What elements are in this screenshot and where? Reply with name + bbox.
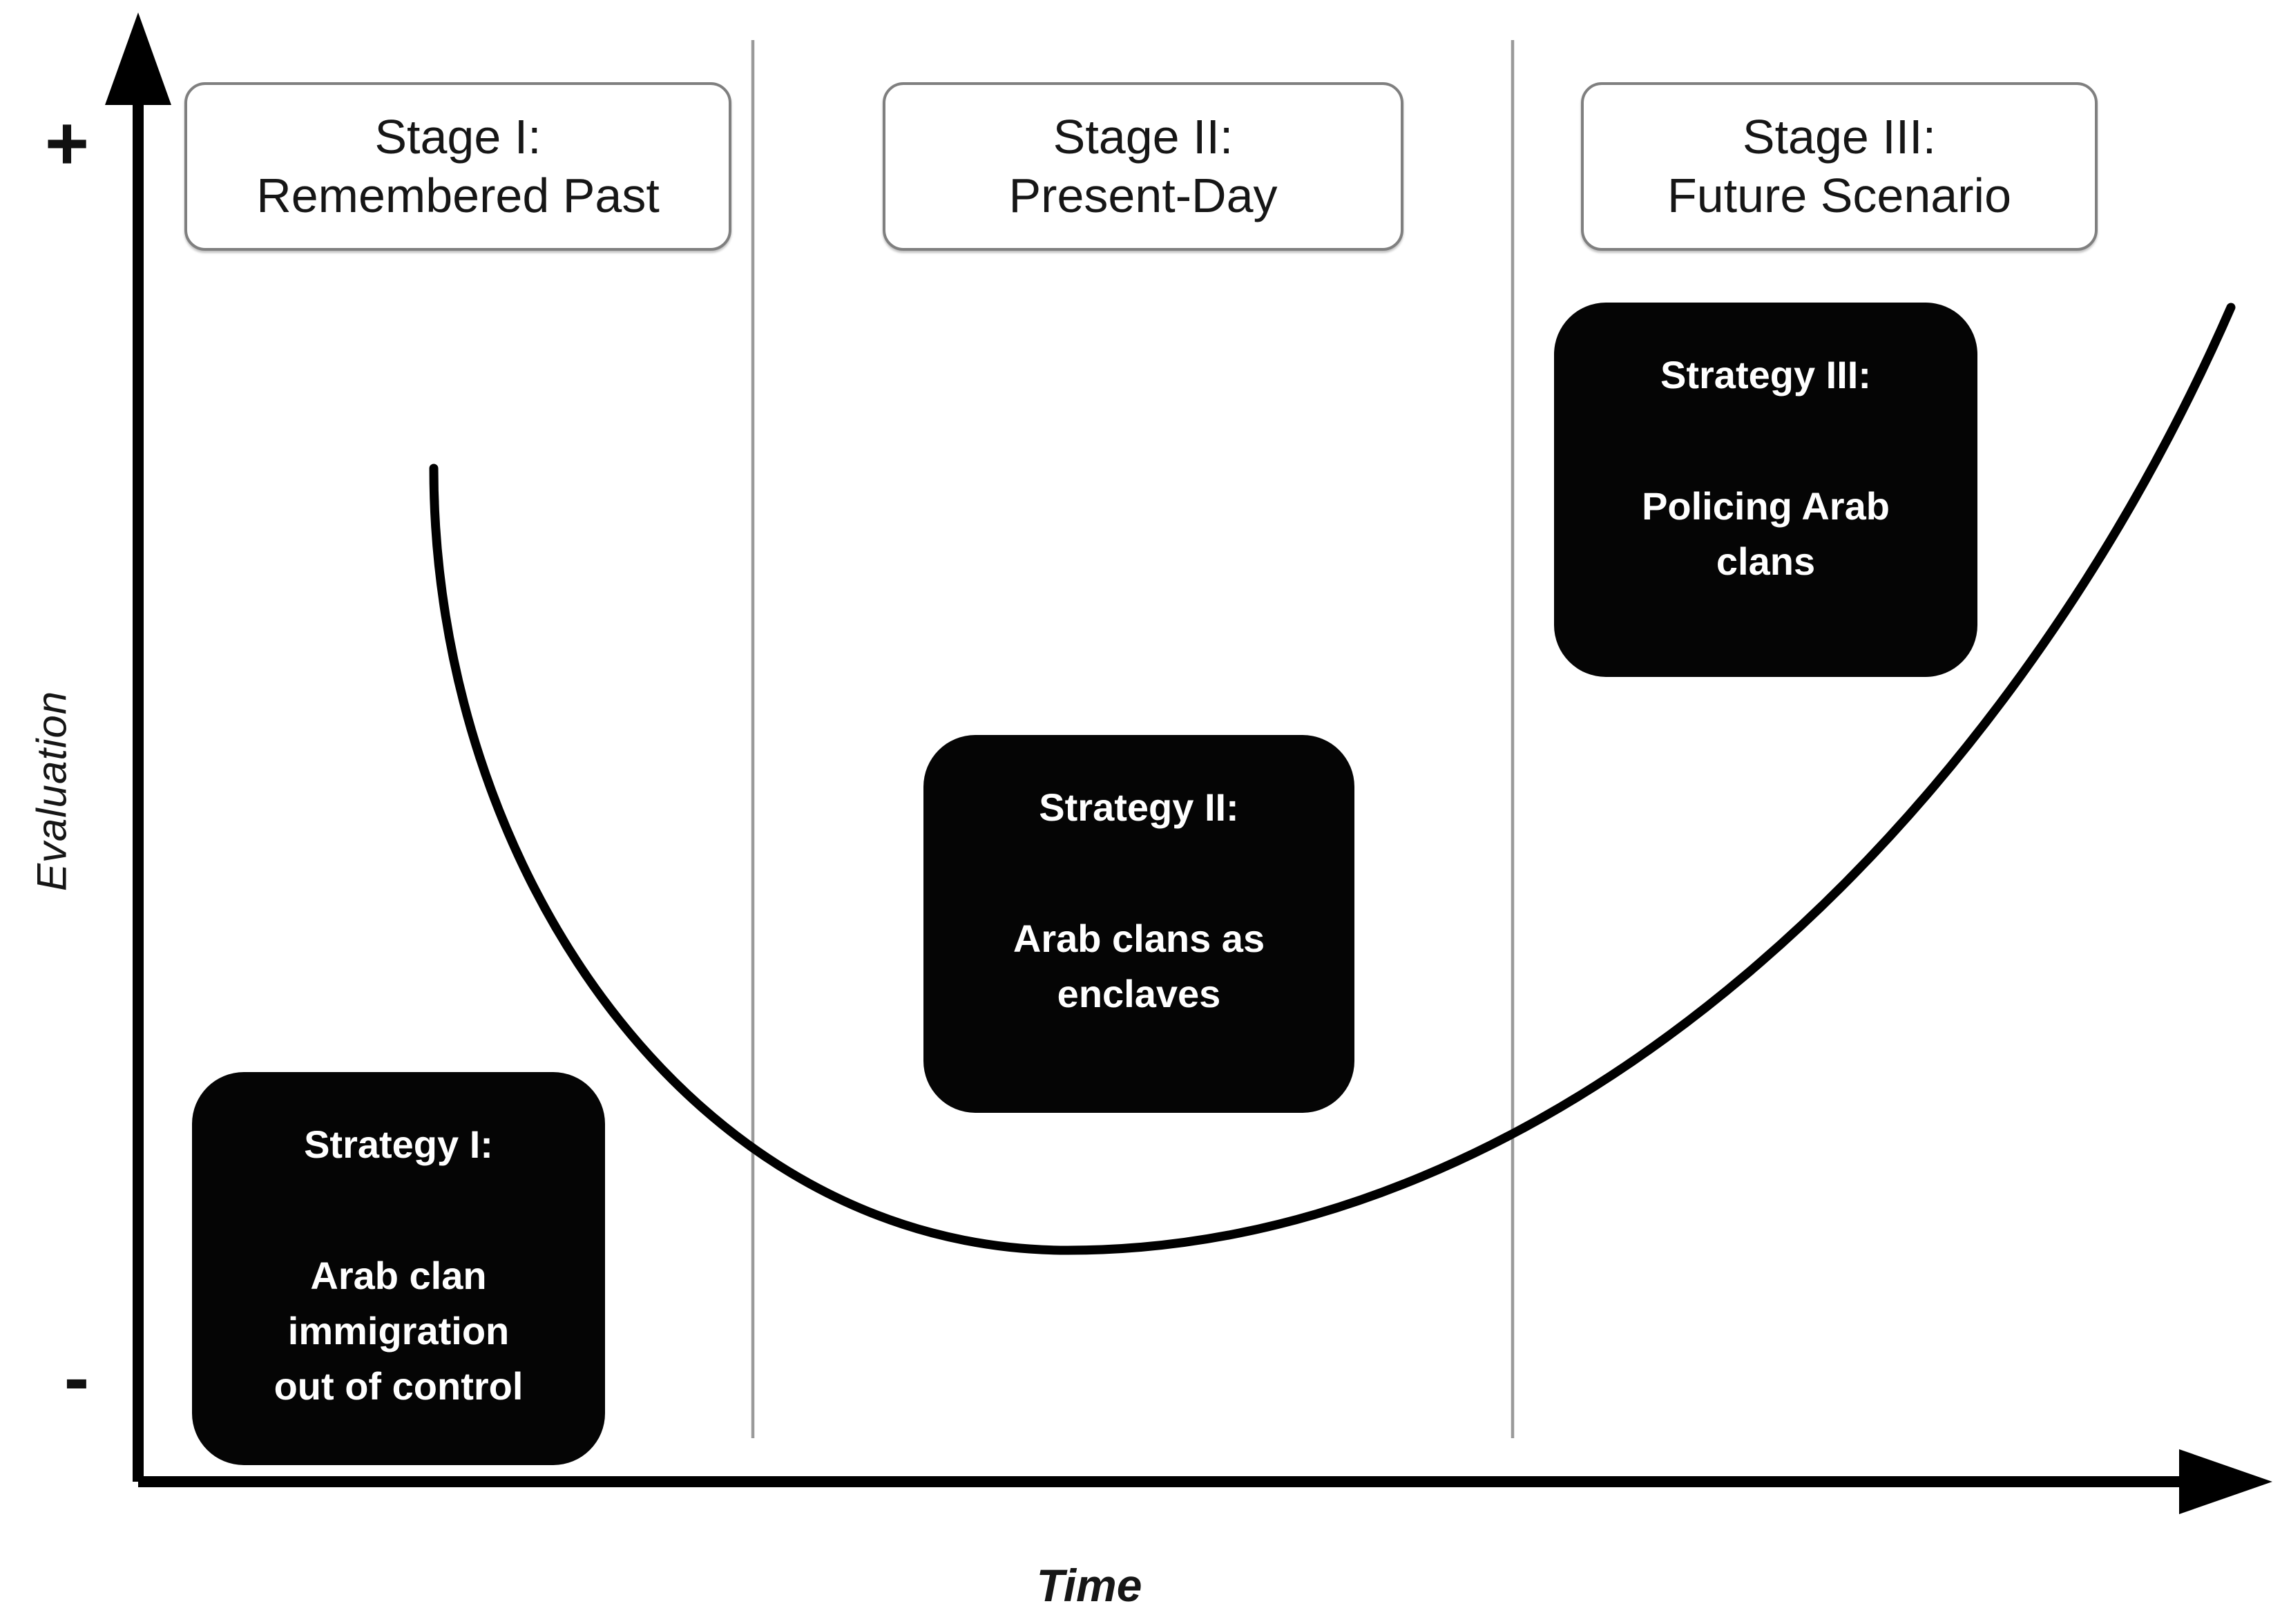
strategy-2-body: Arab clans as enclaves [1013,917,1265,1015]
stage-3-title: Stage III: Future Scenario [1667,110,2012,222]
stage-2-title: Stage II: Present-Day [1008,110,1278,222]
y-axis-minus-label: - [64,1335,90,1420]
strategy-1-heading: Strategy I: [304,1123,493,1166]
stage-box-1: Stage I: Remembered Past [184,82,731,251]
strategy-3-body: Policing Arab clans [1642,484,1890,583]
x-axis-arrowhead-icon [2179,1449,2272,1514]
strategy-box-1: Strategy I: Arab clan immigration out of… [192,1072,605,1465]
strategy-box-3: Strategy III: Policing Arab clans [1554,303,1977,677]
evaluation-curve [429,303,2236,1255]
stage-box-3: Stage III: Future Scenario [1581,82,2098,251]
y-axis-plus-label: + [44,101,90,186]
strategy-box-2: Strategy II: Arab clans as enclaves [923,735,1354,1113]
y-axis-arrowhead-icon [105,12,171,105]
strategy-1-body: Arab clan immigration out of control [274,1254,524,1408]
stage-1-title: Stage I: Remembered Past [256,110,660,222]
x-axis-title: Time [1036,1560,1142,1611]
stage-box-2: Stage II: Present-Day [883,82,1403,251]
strategy-2-heading: Strategy II: [1039,785,1239,829]
y-axis-title: Evaluation [28,690,75,892]
strategy-3-heading: Strategy III: [1660,353,1871,397]
